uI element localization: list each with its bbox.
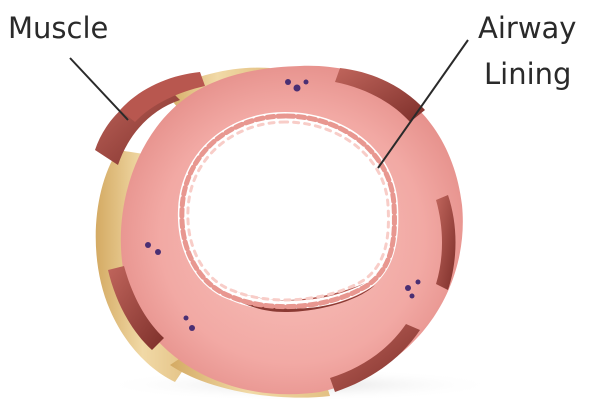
airway-lining-label-line2: Lining <box>484 58 571 90</box>
muscle-label: Muscle <box>8 12 108 44</box>
airway-lining-label-line1: Airway <box>478 12 576 44</box>
muscle-pointer-line <box>70 58 128 120</box>
airway-lumen <box>196 130 380 291</box>
